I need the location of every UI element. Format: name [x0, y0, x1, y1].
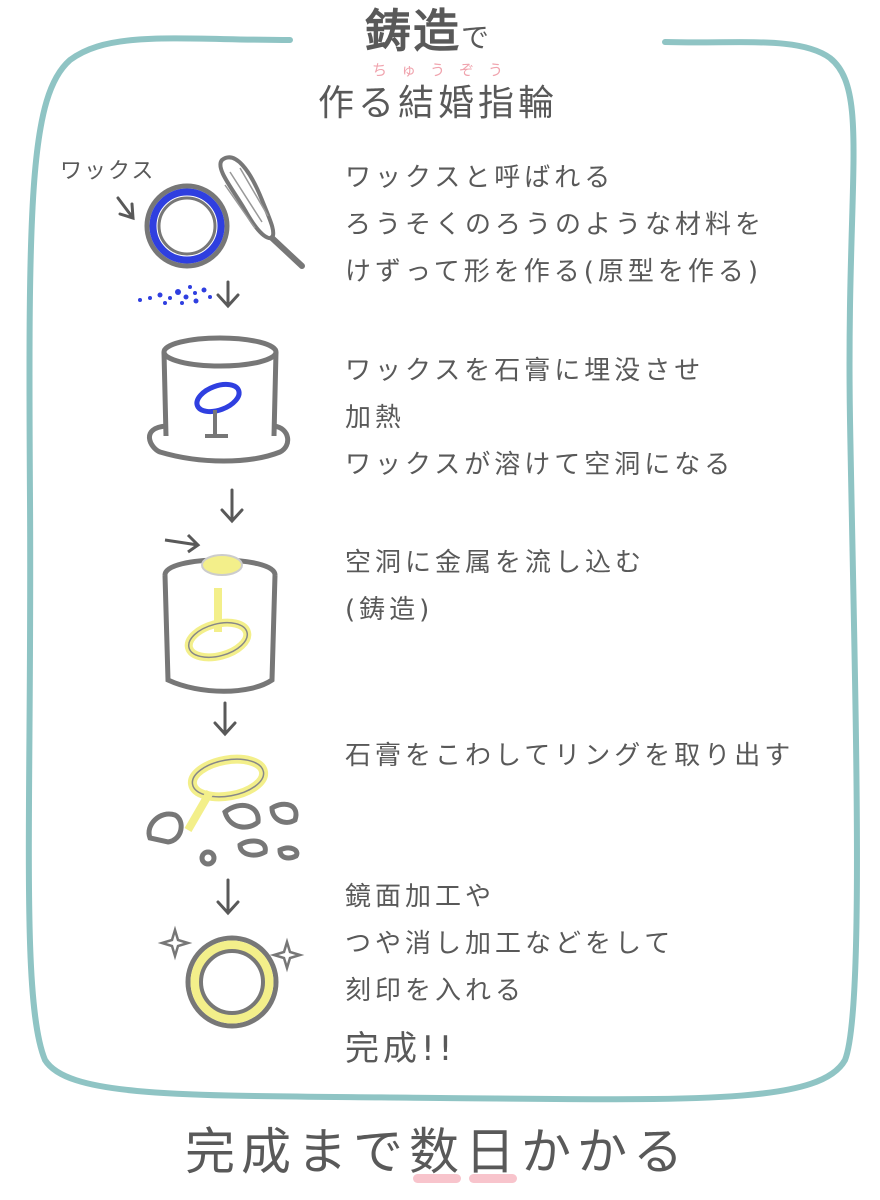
- bottom-caption: 完成まで数日かかる: [185, 1122, 689, 1182]
- step-line: つや消し加工などをして: [345, 929, 675, 959]
- arrow-icon: [216, 878, 240, 916]
- casting-mold-drawing: [162, 533, 278, 694]
- step-2-text: ワックスを石膏に埋没させ 加熱 ワックスが溶けて空洞になる: [345, 348, 734, 489]
- file-tool-drawing: [218, 155, 305, 269]
- title-particle: で: [461, 21, 492, 54]
- step-line: ワックスを石膏に埋没させ: [345, 356, 705, 386]
- page-title: 鋳造で: [365, 6, 491, 56]
- page-subtitle: 作る結婚指輪: [318, 83, 559, 124]
- step-line: (鋳造): [345, 595, 434, 625]
- sparkle-icon: [269, 937, 305, 973]
- step-1-text: ワックスと呼ばれる ろうそくのろうのような材料を けずって形を作る(原型を作る): [345, 155, 765, 296]
- step-3-text: 空洞に金属を流し込む (鋳造): [345, 540, 645, 634]
- step-line: 鏡面加工や: [345, 882, 496, 912]
- frame-border: [25, 35, 860, 1103]
- sparkle-icon: [157, 925, 193, 961]
- wax-ring-drawing: [116, 183, 230, 269]
- broken-plaster-drawing: [146, 754, 300, 867]
- arrow-icon: [216, 280, 240, 309]
- caption-highlight: 日: [465, 1123, 521, 1181]
- arrow-icon: [220, 488, 244, 524]
- step-line: 空洞に金属を流し込む: [345, 548, 646, 578]
- step-line: ワックスと呼ばれる: [345, 163, 615, 193]
- step-line: ワックスが溶けて空洞になる: [345, 450, 735, 480]
- plaster-mold-drawing: [147, 335, 291, 464]
- completion-text: 完成!!: [345, 1029, 457, 1069]
- step-line: 加熱: [345, 403, 406, 433]
- step-line: けずって形を作る(原型を作る): [345, 257, 762, 287]
- finished-ring-drawing: [185, 935, 279, 1029]
- step-line: 刻印を入れる: [345, 976, 526, 1006]
- step-line: 石膏をこわしてリングを取り出す: [345, 741, 795, 771]
- title-main: 鋳造: [365, 4, 461, 58]
- step-4-text: 石膏をこわしてリングを取り出す: [345, 733, 794, 780]
- step-line: ろうそくのろうのような材料を: [345, 210, 766, 240]
- title-furigana: ちゅうぞう: [372, 61, 518, 79]
- arrow-icon: [213, 701, 237, 737]
- caption-text: 完成まで: [185, 1123, 409, 1181]
- caption-highlight: 数: [409, 1123, 465, 1181]
- step-5-text: 鏡面加工や つや消し加工などをして 刻印を入れる: [345, 874, 674, 1015]
- caption-text: かかる: [521, 1123, 689, 1181]
- wax-shavings: [138, 285, 212, 305]
- wax-label: ワックス: [60, 159, 156, 184]
